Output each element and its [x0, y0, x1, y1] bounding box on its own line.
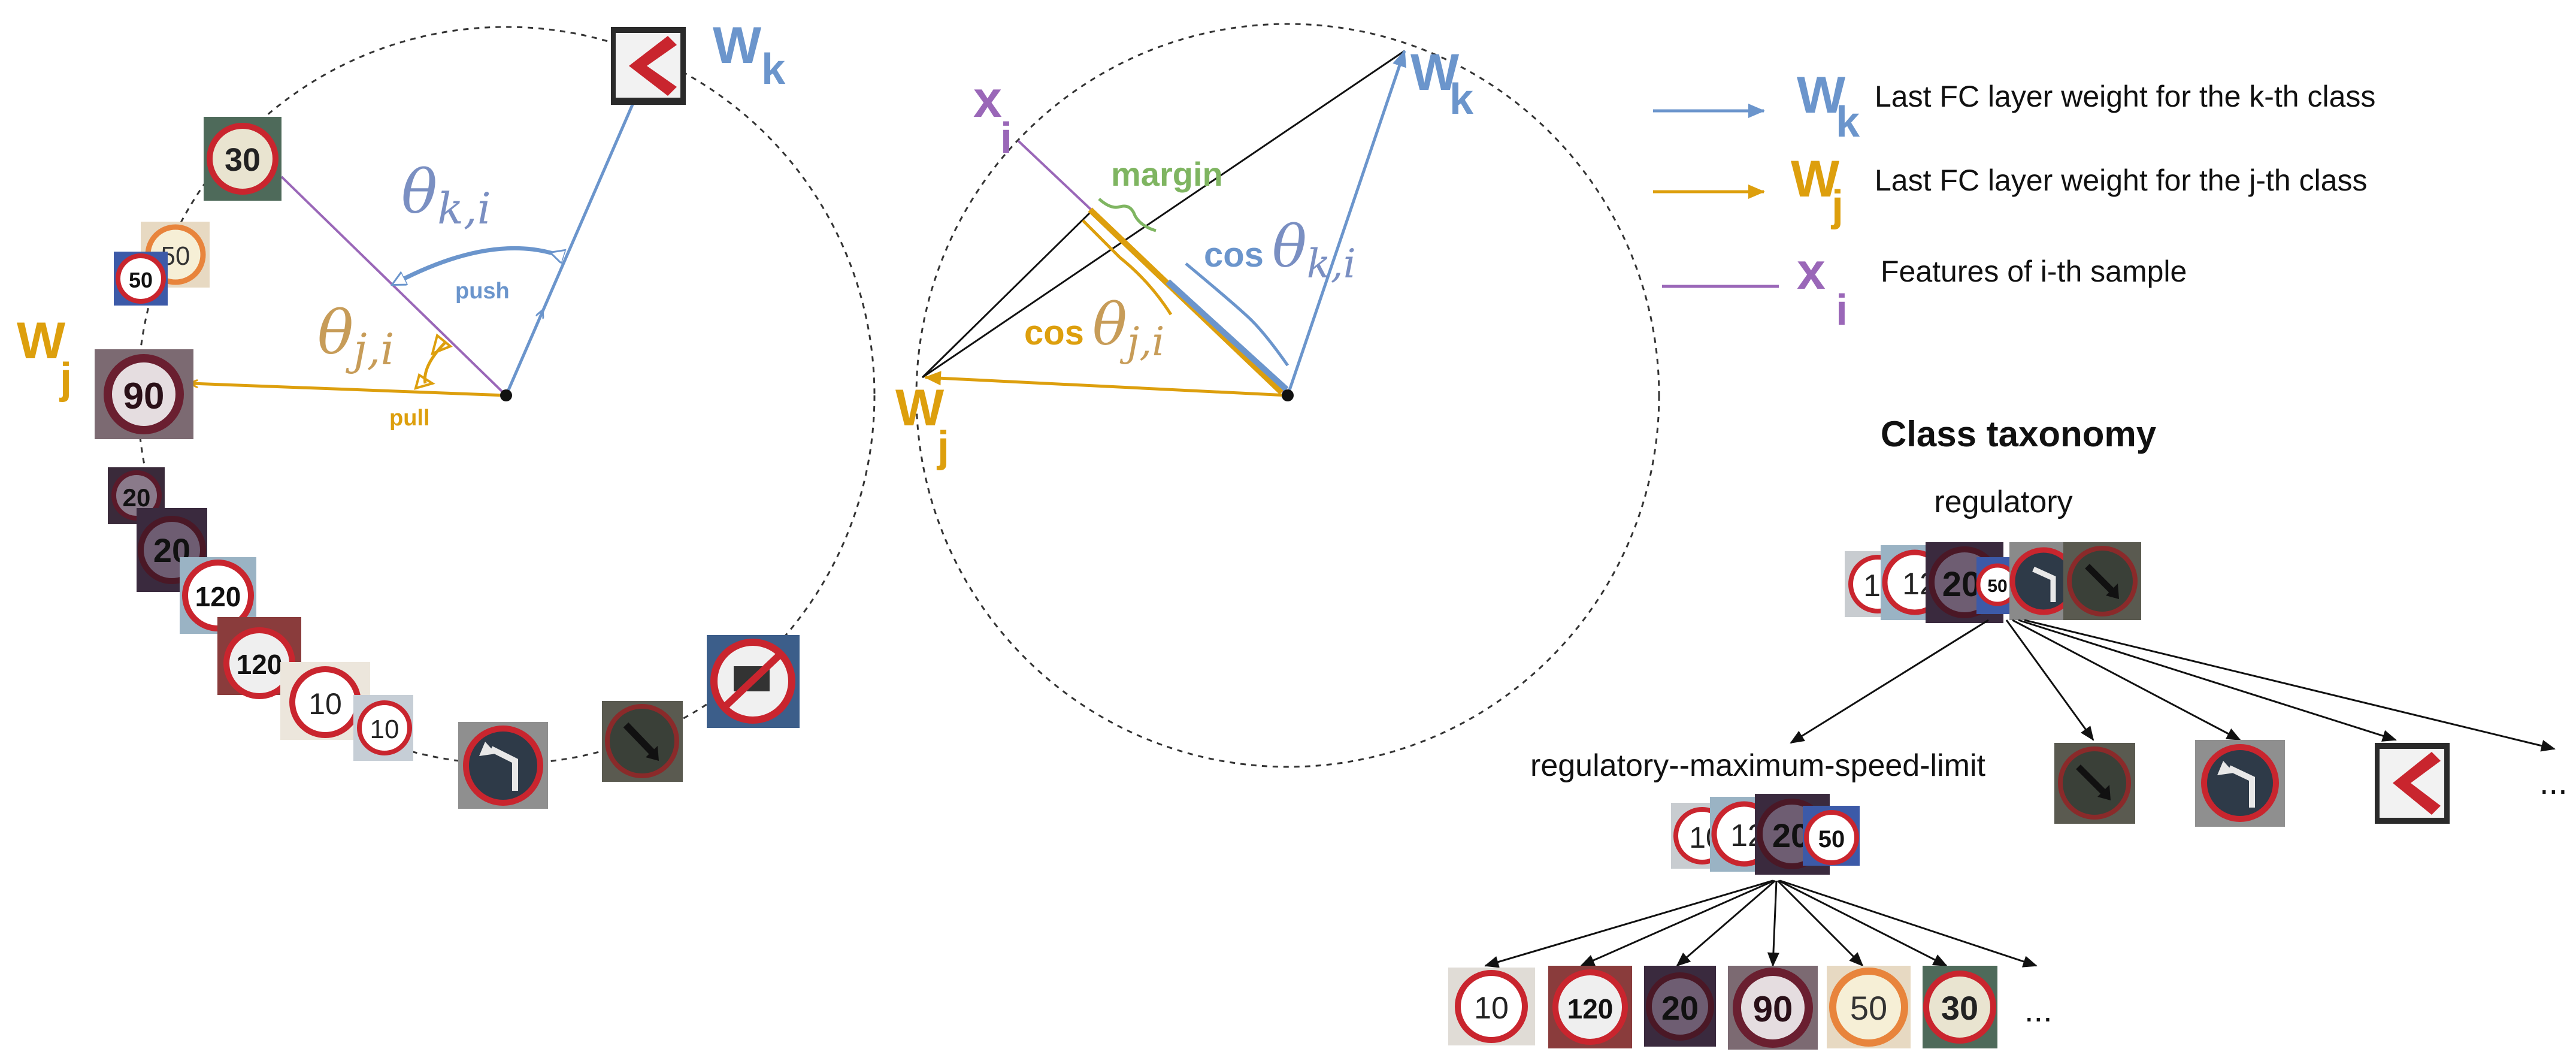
- left-wk-arrow-inner: [505, 312, 542, 396]
- svg-text:Last FC layer weight for the j: Last FC layer weight for the j-th class: [1875, 164, 2368, 197]
- svg-text:20: 20: [1942, 565, 1981, 604]
- sibling-sign-chevron: [2375, 743, 2450, 824]
- svg-text:120: 120: [237, 649, 283, 680]
- svg-text:50: 50: [129, 268, 153, 292]
- middle-wk-label: Wk: [1410, 44, 1474, 123]
- leaf-sign-50: 50: [1827, 966, 1911, 1048]
- svg-text:120: 120: [195, 581, 241, 612]
- left-xi-line: [280, 176, 507, 397]
- child-edges: [1484, 879, 2038, 968]
- left-origin: [500, 389, 512, 401]
- sign-10-small-left: 10: [353, 695, 413, 761]
- theta-j-i-label: θj,i: [317, 298, 394, 374]
- theta-k-i-label: θk,i: [401, 157, 491, 234]
- sign-90-left: 90: [95, 349, 193, 439]
- left-wk-label: Wk: [713, 17, 786, 93]
- pull-label: pull: [389, 406, 430, 431]
- middle-wk-arrow: [1286, 50, 1407, 396]
- middle-black-line-1: [922, 50, 1405, 379]
- middle-cos-k-projection: [1166, 279, 1289, 392]
- cos-j-brace: [1082, 219, 1173, 316]
- svg-text:10: 10: [308, 687, 342, 721]
- svg-text:50: 50: [1818, 826, 1845, 853]
- middle-hypersphere: [915, 23, 1660, 768]
- sign-chevron-left-top: [611, 27, 686, 105]
- svg-text:Wj: Wj: [1791, 150, 1844, 230]
- sign-30-left: 30: [204, 117, 281, 201]
- svg-text:120: 120: [1567, 993, 1614, 1024]
- svg-text:20: 20: [1661, 989, 1699, 1027]
- legend-item-wj: Wj Last FC layer weight for the j-th cla…: [1653, 150, 2368, 230]
- svg-text:Features of i-th sample: Features of i-th sample: [1881, 255, 2187, 288]
- left-wj-arrow: [192, 383, 507, 397]
- root-sign-cluster: 10 12 20 50: [1845, 542, 2141, 623]
- taxonomy-ellipsis-right: ...: [2539, 763, 2568, 801]
- pull-arc: [423, 340, 447, 384]
- pull-arrowhead-1: [431, 333, 453, 356]
- svg-text:20: 20: [123, 483, 151, 512]
- taxonomy-root-label: regulatory: [1934, 485, 2072, 519]
- svg-text:90: 90: [123, 376, 165, 417]
- svg-text:Last FC layer weight for the k: Last FC layer weight for the k-th class: [1875, 80, 2375, 113]
- taxonomy-title: Class taxonomy: [1881, 414, 2157, 454]
- margin-label: margin: [1111, 155, 1223, 193]
- cos-k-brace: [1185, 262, 1289, 367]
- legend-item-xi: xi Features of i-th sample: [1662, 243, 2187, 334]
- taxonomy: Class taxonomy regulatory 10 12 20 50: [1448, 414, 2568, 1050]
- leaf-sign-30: 30: [1923, 966, 1997, 1048]
- root-edges: [1790, 619, 2556, 752]
- taxonomy-child-label: regulatory--maximum-speed-limit: [1530, 748, 1985, 783]
- leaf-sign-120: 120: [1548, 966, 1632, 1048]
- svg-text:30: 30: [225, 142, 261, 178]
- leaf-sign-20: 20: [1644, 966, 1716, 1047]
- sign-arrow-down-right-left: [602, 701, 683, 782]
- sibling-sign-arrow-down-right: [2054, 743, 2135, 824]
- taxonomy-ellipsis-bottom: ...: [2024, 991, 2053, 1029]
- svg-text:xi: xi: [1797, 243, 1848, 334]
- legend-item-wk: Wk Last FC layer weight for the k-th cla…: [1653, 66, 2375, 146]
- svg-text:50: 50: [1987, 576, 2007, 596]
- sign-no-trucks-left: [707, 635, 800, 728]
- svg-text:10: 10: [370, 715, 399, 744]
- middle-origin: [1282, 389, 1294, 401]
- sign-turn-left-bottom: [458, 722, 548, 809]
- middle-black-line-2: [921, 208, 1094, 379]
- legend: Wk Last FC layer weight for the k-th cla…: [1653, 66, 2375, 334]
- svg-text:90: 90: [1753, 989, 1793, 1029]
- margin-brace: [1098, 198, 1157, 232]
- sibling-sign-turn-left: [2195, 740, 2285, 827]
- leaf-sign-90: 90: [1728, 966, 1818, 1050]
- sign-50-blue-left: 50: [114, 252, 168, 306]
- svg-text:50: 50: [1850, 989, 1887, 1027]
- leaf-sign-10: 10: [1448, 968, 1535, 1045]
- push-arc: [398, 246, 557, 282]
- middle-wj-arrow: [924, 371, 1288, 397]
- pull-arrowhead-2: [414, 373, 435, 390]
- svg-text:30: 30: [1941, 989, 1978, 1027]
- svg-text:Wk: Wk: [1797, 66, 1860, 146]
- child-sign-cluster: 10 12 20 50: [1671, 794, 1860, 875]
- push-label: push: [455, 279, 510, 304]
- svg-text:10: 10: [1474, 991, 1509, 1026]
